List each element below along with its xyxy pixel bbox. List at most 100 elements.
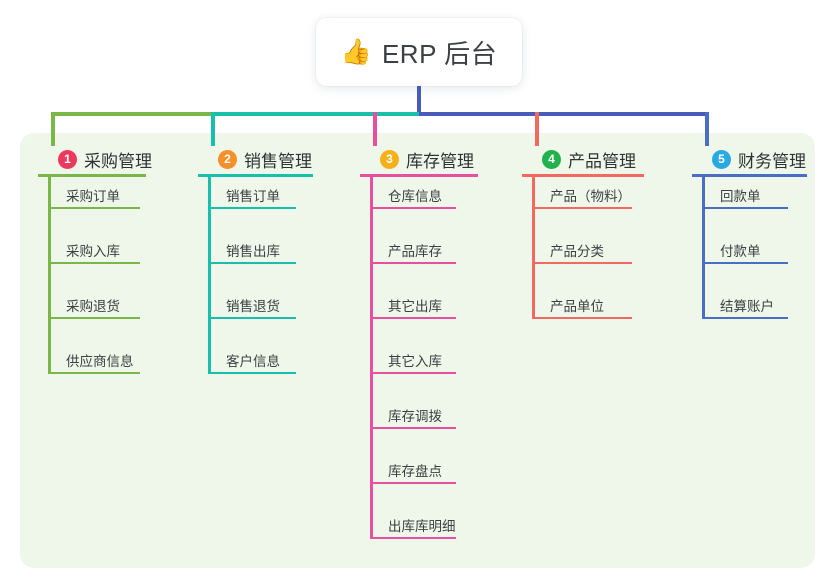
number-badge-icon-5: 5 — [712, 149, 731, 169]
leaf-label: 产品单位 — [550, 299, 604, 314]
leaf-node[interactable]: 结算账户 — [702, 289, 788, 319]
leaf-rule — [702, 317, 788, 319]
number-badge-icon-2: 2 — [218, 149, 237, 169]
leaf-label: 销售出库 — [226, 244, 280, 259]
leaf-node[interactable]: 付款单 — [702, 234, 788, 264]
leaf-label: 采购入库 — [66, 244, 120, 259]
drop-connector-5 — [705, 112, 709, 146]
drop-connector-1 — [51, 112, 55, 146]
leaf-node[interactable]: 其它入库 — [370, 344, 456, 374]
leaf-rule — [48, 372, 140, 374]
leaf-label: 产品（物料） — [550, 189, 631, 204]
number-badge-icon-3: 3 — [380, 149, 399, 169]
column-title-2: 销售管理 — [244, 151, 312, 171]
branch-column-1: 1 采购管理 — [38, 146, 152, 177]
leaf-rule — [702, 262, 788, 264]
leaf-rule — [532, 262, 632, 264]
leaf-rule — [208, 262, 296, 264]
diagram-panel — [20, 133, 815, 568]
column-spine-2 — [208, 174, 211, 372]
column-rule-1 — [38, 174, 146, 177]
root-node-title: ERP 后台 — [381, 38, 498, 69]
thumbs-up-icon: 👍 — [340, 37, 372, 66]
column-title-3: 库存管理 — [406, 151, 474, 171]
column-header-3[interactable]: 3 库存管理 — [360, 146, 474, 172]
bus-segment-1 — [51, 112, 215, 116]
leaf-rule — [370, 262, 456, 264]
branch-column-5: 5 财务管理 — [692, 146, 807, 177]
leaf-label: 付款单 — [720, 244, 761, 259]
column-title-5: 财务管理 — [738, 151, 806, 171]
leaf-node[interactable]: 产品库存 — [370, 234, 456, 264]
leaf-label: 销售订单 — [226, 189, 280, 204]
leaf-node[interactable]: 销售订单 — [208, 179, 296, 209]
leaf-rule — [370, 537, 456, 539]
leaf-label: 采购订单 — [66, 189, 120, 204]
leaf-label: 出库库明细 — [388, 519, 456, 534]
leaf-node[interactable]: 销售退货 — [208, 289, 296, 319]
leaf-label: 产品分类 — [550, 244, 604, 259]
leaf-label: 其它出库 — [388, 299, 442, 314]
leaf-label: 其它入库 — [388, 354, 442, 369]
leaf-label: 库存调拨 — [388, 409, 442, 424]
leaf-label: 供应商信息 — [66, 354, 134, 369]
leaf-node[interactable]: 回款单 — [702, 179, 788, 209]
leaf-label: 结算账户 — [720, 299, 774, 314]
column-header-2[interactable]: 2 销售管理 — [198, 146, 312, 172]
drop-connector-3 — [373, 112, 377, 146]
leaf-rule — [370, 317, 456, 319]
column-title-1: 采购管理 — [84, 151, 152, 171]
leaf-rule — [48, 207, 140, 209]
number-badge-icon-1: 1 — [58, 149, 77, 169]
leaf-node[interactable]: 产品单位 — [532, 289, 632, 319]
leaf-rule — [370, 427, 456, 429]
leaf-node[interactable]: 出库库明细 — [370, 509, 456, 539]
column-rule-2 — [198, 174, 313, 177]
leaf-node[interactable]: 产品（物料） — [532, 179, 632, 209]
leaf-node[interactable]: 采购订单 — [48, 179, 140, 209]
leaf-rule — [370, 207, 456, 209]
leaf-node[interactable]: 采购退货 — [48, 289, 140, 319]
leaf-label: 销售退货 — [226, 299, 280, 314]
root-stem-connector — [417, 86, 421, 114]
column-rule-4 — [522, 174, 644, 177]
leaf-label: 产品库存 — [388, 244, 442, 259]
column-header-5[interactable]: 5 财务管理 — [692, 146, 806, 172]
column-spine-1 — [48, 174, 51, 372]
bus-segment-3 — [419, 112, 709, 116]
branch-column-3: 3 库存管理 — [360, 146, 478, 177]
leaf-rule — [370, 482, 456, 484]
column-rule-3 — [360, 174, 478, 177]
leaf-rule — [208, 317, 296, 319]
leaf-node[interactable]: 供应商信息 — [48, 344, 140, 374]
leaf-node[interactable]: 产品分类 — [532, 234, 632, 264]
leaf-node[interactable]: 销售出库 — [208, 234, 296, 264]
column-header-1[interactable]: 1 采购管理 — [38, 146, 152, 172]
leaf-rule — [208, 372, 296, 374]
leaf-rule — [532, 317, 632, 319]
leaf-label: 回款单 — [720, 189, 761, 204]
column-spine-4 — [532, 174, 535, 317]
leaf-rule — [208, 207, 296, 209]
leaf-rule — [48, 262, 140, 264]
leaf-node[interactable]: 客户信息 — [208, 344, 296, 374]
column-rule-5 — [692, 174, 807, 177]
leaf-node[interactable]: 采购入库 — [48, 234, 140, 264]
leaf-node[interactable]: 库存调拨 — [370, 399, 456, 429]
leaf-label: 库存盘点 — [388, 464, 442, 479]
leaf-node[interactable]: 其它出库 — [370, 289, 456, 319]
leaf-rule — [702, 207, 788, 209]
leaf-label: 客户信息 — [226, 354, 280, 369]
leaf-node[interactable]: 仓库信息 — [370, 179, 456, 209]
leaf-node[interactable]: 库存盘点 — [370, 454, 456, 484]
drop-connector-2 — [211, 112, 215, 146]
leaf-label: 仓库信息 — [388, 189, 442, 204]
number-badge-icon-4: 4 — [542, 149, 561, 169]
leaf-rule — [370, 372, 456, 374]
root-node[interactable]: 👍 ERP 后台 — [316, 18, 522, 86]
bus-segment-2 — [211, 112, 423, 116]
leaf-label: 采购退货 — [66, 299, 120, 314]
drop-connector-4 — [535, 112, 539, 146]
